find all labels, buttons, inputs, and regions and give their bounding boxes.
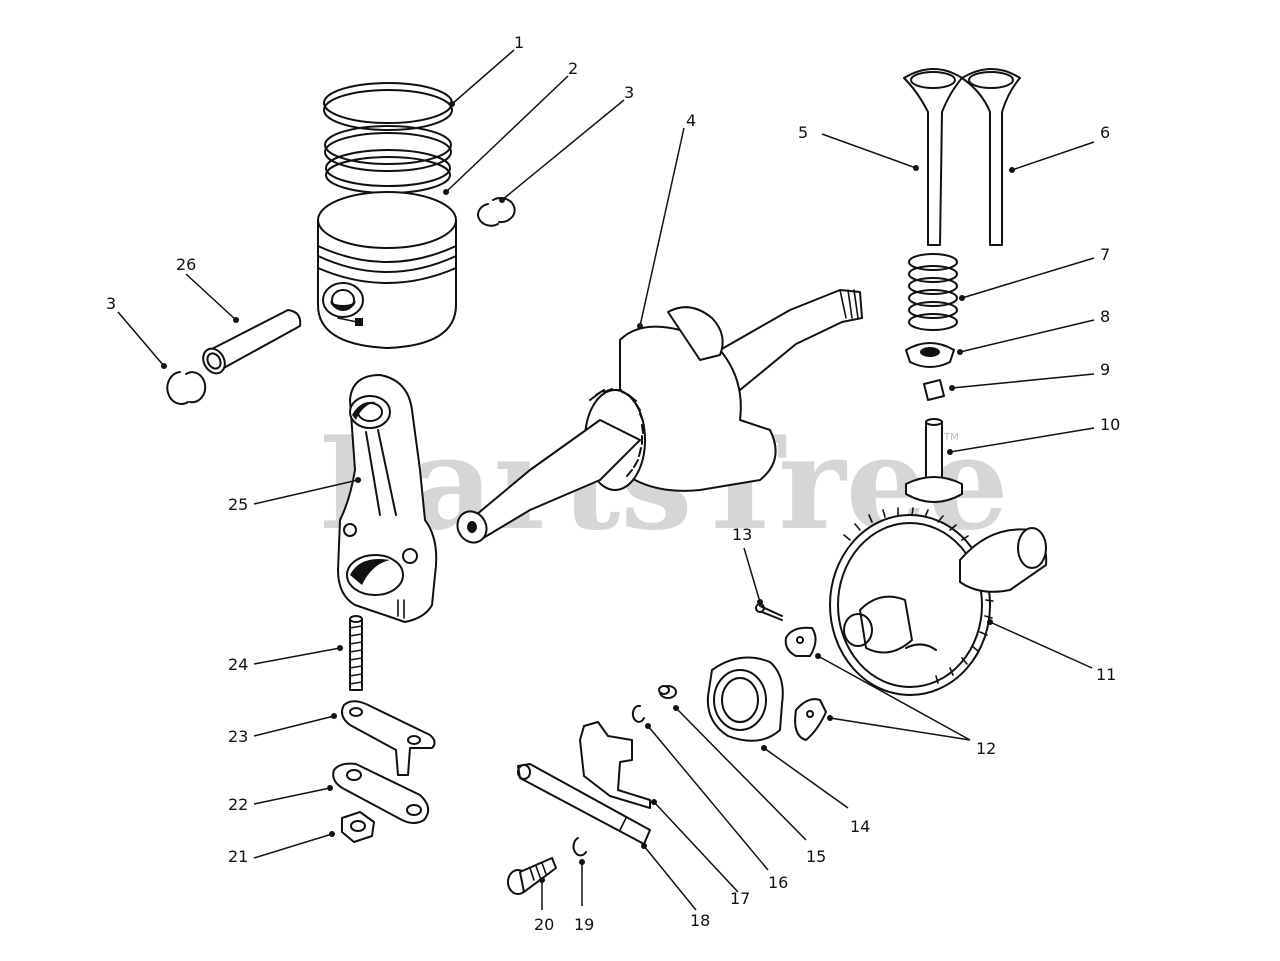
stud-part [349, 615, 363, 691]
nut-part [341, 811, 375, 843]
piston-pin-circlip-left [166, 371, 207, 405]
callout-25: 25 [228, 495, 248, 514]
callout-3-lower: 3 [106, 294, 116, 313]
callout-3-upper: 3 [624, 83, 634, 102]
governor-cup-part [706, 656, 784, 742]
callout-19: 19 [574, 915, 594, 934]
exhaust-valve-part [961, 68, 1021, 246]
crankshaft-part [456, 289, 863, 544]
piston-pin-part [202, 309, 302, 375]
piston-rings-part [323, 82, 453, 194]
callout-16: 16 [768, 873, 788, 892]
cotter-pin-part [755, 603, 783, 621]
callout-26: 26 [176, 255, 196, 274]
valve-keeper-part [923, 379, 945, 401]
callout-11: 11 [1096, 665, 1116, 684]
callout-21: 21 [228, 847, 248, 866]
callout-23: 23 [228, 727, 248, 746]
callout-4: 4 [686, 111, 696, 130]
callout-9: 9 [1100, 360, 1110, 379]
callout-22: 22 [228, 795, 248, 814]
spring-retainer-part [905, 342, 955, 368]
callout-13: 13 [732, 525, 752, 544]
governor-weight-lower [794, 698, 827, 741]
callout-labels: 1 2 3 3 4 5 6 7 8 9 10 11 12 13 14 15 16… [106, 33, 1120, 934]
governor-shaft-part [517, 763, 651, 845]
intake-valve-part [903, 68, 963, 246]
retaining-clip-part [631, 704, 645, 723]
piston-pin-circlip-right [477, 197, 516, 227]
bracket-part [341, 700, 436, 776]
callout-17: 17 [730, 889, 750, 908]
bolt-part [507, 857, 557, 895]
callout-18: 18 [690, 911, 710, 930]
camshaft-part [829, 507, 1048, 696]
tappet-part [905, 418, 963, 503]
callout-2: 2 [568, 59, 578, 78]
callout-5: 5 [798, 123, 808, 142]
callout-15: 15 [806, 847, 826, 866]
callout-14: 14 [850, 817, 870, 836]
leader-dots [161, 101, 1015, 883]
callout-7: 7 [1100, 245, 1110, 264]
leader-lines [117, 49, 1095, 911]
small-washer-part [572, 837, 587, 857]
callout-20: 20 [534, 915, 554, 934]
governor-arm-part [579, 721, 651, 809]
callout-6: 6 [1100, 123, 1110, 142]
valve-spring-part [908, 253, 958, 331]
governor-weight-upper [784, 626, 817, 657]
lock-plate-part [332, 762, 430, 824]
watermark-tm: TM [943, 432, 959, 443]
callout-12: 12 [976, 739, 996, 758]
callout-8: 8 [1100, 307, 1110, 326]
connecting-rod-part [337, 374, 438, 623]
callout-10: 10 [1100, 415, 1120, 434]
callout-24: 24 [228, 655, 248, 674]
callout-1: 1 [514, 33, 524, 52]
shoulder-screw-part [658, 685, 677, 699]
piston-part [317, 191, 457, 349]
